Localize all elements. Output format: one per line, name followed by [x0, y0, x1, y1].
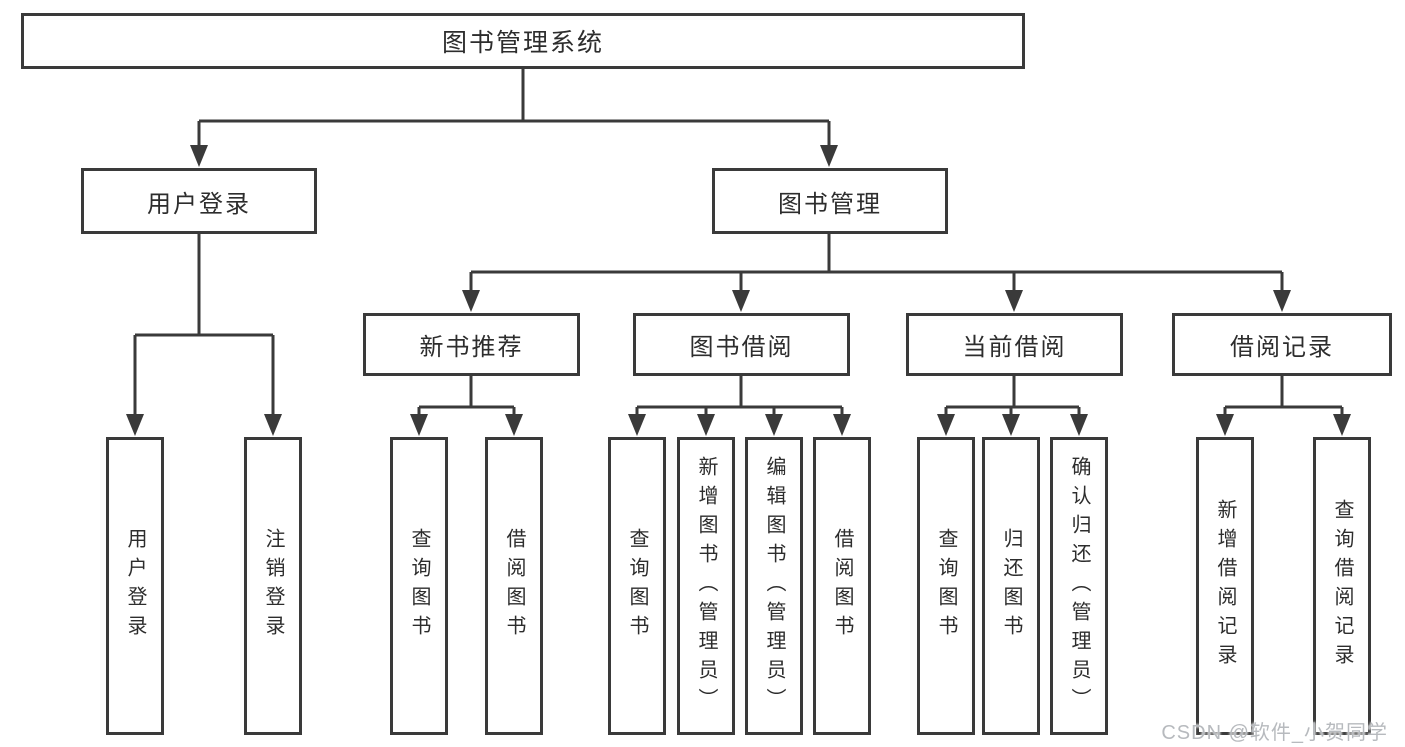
node-book-borrowing-label: 图书借阅 [689, 334, 794, 361]
arrowhead [697, 414, 715, 436]
leaf-edit-books-admin-label: 编辑图书（管理员） [763, 455, 785, 717]
leaf-borrowing-borrow-books: 借阅图书 [813, 437, 871, 735]
node-new-book-recommend-label: 新书推荐 [419, 334, 524, 361]
leaf-confirm-return-admin: 确认归还（管理员） [1050, 437, 1108, 735]
arrowhead [765, 414, 783, 436]
node-book-borrowing: 图书借阅 [633, 313, 850, 376]
connector-new-book-recommend-to-leaves [410, 376, 523, 436]
leaf-add-books-admin-label: 新增图书（管理员） [695, 455, 717, 717]
leaf-return-books-label: 归还图书 [1000, 528, 1022, 644]
leaf-recommend-query-books-label: 查询图书 [408, 528, 430, 644]
node-book-management-label: 图书管理 [778, 190, 882, 218]
node-new-book-recommend: 新书推荐 [363, 313, 580, 376]
arrowhead [1002, 414, 1020, 436]
leaf-current-query-books: 查询图书 [917, 437, 975, 735]
leaf-logout-label: 注销登录 [262, 528, 284, 644]
arrowhead [126, 414, 144, 436]
arrowhead [1216, 414, 1234, 436]
leaf-borrowing-query-books: 查询图书 [608, 437, 666, 735]
arrowhead [410, 414, 428, 436]
arrowhead [1005, 290, 1023, 312]
connector-current-borrowing-to-leaves [937, 376, 1088, 436]
node-current-borrowing-label: 当前借阅 [962, 334, 1067, 361]
node-borrowing-records-label: 借阅记录 [1230, 334, 1334, 361]
arrowhead [264, 414, 282, 436]
node-user-login-label: 用户登录 [147, 190, 251, 218]
arrowhead [628, 414, 646, 436]
leaf-recommend-borrow-books: 借阅图书 [485, 437, 543, 735]
arrowhead [732, 290, 750, 312]
leaf-recommend-query-books: 查询图书 [390, 437, 448, 735]
leaf-borrowing-borrow-books-label: 借阅图书 [831, 528, 853, 644]
connector-root-to-level2 [190, 68, 838, 167]
leaf-edit-books-admin: 编辑图书（管理员） [745, 437, 803, 735]
leaf-add-borrow-record-label: 新增借阅记录 [1214, 499, 1236, 673]
node-book-management: 图书管理 [712, 168, 948, 234]
arrowhead [937, 414, 955, 436]
leaf-query-borrow-record: 查询借阅记录 [1313, 437, 1371, 735]
connector-book-management-to-level3 [462, 234, 1291, 312]
node-current-borrowing: 当前借阅 [906, 313, 1123, 376]
leaf-confirm-return-admin-label: 确认归还（管理员） [1068, 455, 1090, 717]
connector-borrowing-records-to-leaves [1216, 376, 1351, 436]
connector-user-login-to-leaves [126, 234, 282, 436]
leaf-add-books-admin: 新增图书（管理员） [677, 437, 735, 735]
node-user-login: 用户登录 [81, 168, 317, 234]
node-root-label: 图书管理系统 [441, 29, 604, 57]
arrowhead [1070, 414, 1088, 436]
node-root: 图书管理系统 [21, 13, 1025, 69]
connector-book-borrowing-to-leaves [628, 376, 851, 436]
leaf-query-borrow-record-label: 查询借阅记录 [1331, 499, 1353, 673]
arrowhead [190, 145, 208, 167]
arrowhead [1273, 290, 1291, 312]
leaf-recommend-borrow-books-label: 借阅图书 [503, 528, 525, 644]
leaf-current-query-books-label: 查询图书 [935, 528, 957, 644]
arrowhead [833, 414, 851, 436]
leaf-user-login: 用户登录 [106, 437, 164, 735]
leaf-return-books: 归还图书 [982, 437, 1040, 735]
leaf-borrowing-query-books-label: 查询图书 [626, 528, 648, 644]
node-borrowing-records: 借阅记录 [1172, 313, 1392, 376]
arrowhead [820, 145, 838, 167]
watermark: CSDN @软件_小贺同学 [1161, 722, 1388, 744]
arrowhead [1333, 414, 1351, 436]
arrowhead [505, 414, 523, 436]
leaf-user-login-label: 用户登录 [124, 528, 146, 644]
arrowhead [462, 290, 480, 312]
leaf-logout: 注销登录 [244, 437, 302, 735]
leaf-add-borrow-record: 新增借阅记录 [1196, 437, 1254, 735]
